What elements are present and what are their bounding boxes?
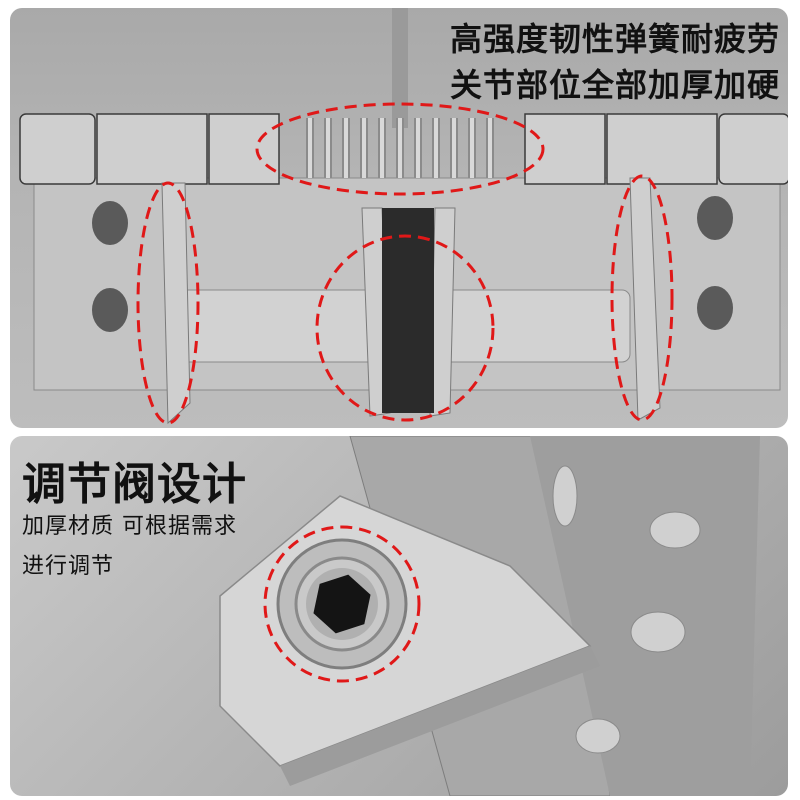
spring-hinge-panel: 高强度韧性弹簧耐疲劳 关节部位全部加厚加硬 [10, 8, 788, 428]
adjustment-valve-panel: 调节阀设计 加厚材质 可根据需求 进行调节 [10, 436, 788, 796]
spring-hinge-illustration [19, 8, 788, 425]
headline-joint-thickened: 关节部位全部加厚加硬 [449, 66, 780, 104]
valve-closeup-illustration [219, 436, 760, 796]
headline-spring-strength: 高强度韧性弹簧耐疲劳 [449, 20, 780, 58]
valve-subtitle-line2: 进行调节 [22, 554, 115, 579]
valve-design-title: 调节阀设计 [22, 459, 247, 510]
valve-subtitle-line1: 加厚材质 可根据需求 [22, 514, 237, 539]
